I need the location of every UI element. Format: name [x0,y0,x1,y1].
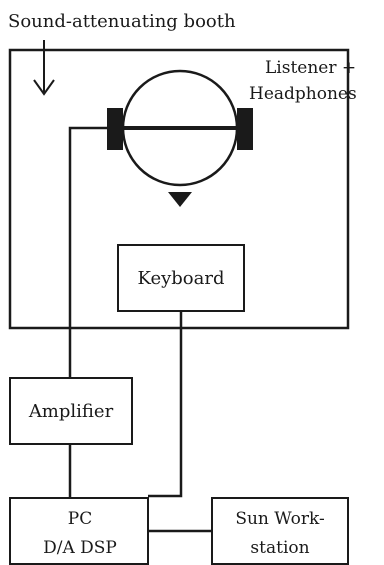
dsp-label: D/A DSP [43,538,117,558]
headphones-to-amplifier-line [70,128,107,378]
amplifier-label: Amplifier [28,401,114,422]
keyboard-to-pc-line [148,311,181,496]
workstation-label-line2: station [250,538,309,558]
booth-label: Sound-attenuating booth [8,11,236,32]
listener-head-icon [123,71,237,207]
pc-label: PC [68,509,92,529]
workstation-label-line1: Sun Work- [235,509,324,529]
listener-label: Listener + [265,58,356,78]
connector-lines [70,128,212,531]
booth-pointer-arrow [34,40,54,94]
headphones-label: Headphones [249,84,357,104]
keyboard-label: Keyboard [137,268,224,289]
